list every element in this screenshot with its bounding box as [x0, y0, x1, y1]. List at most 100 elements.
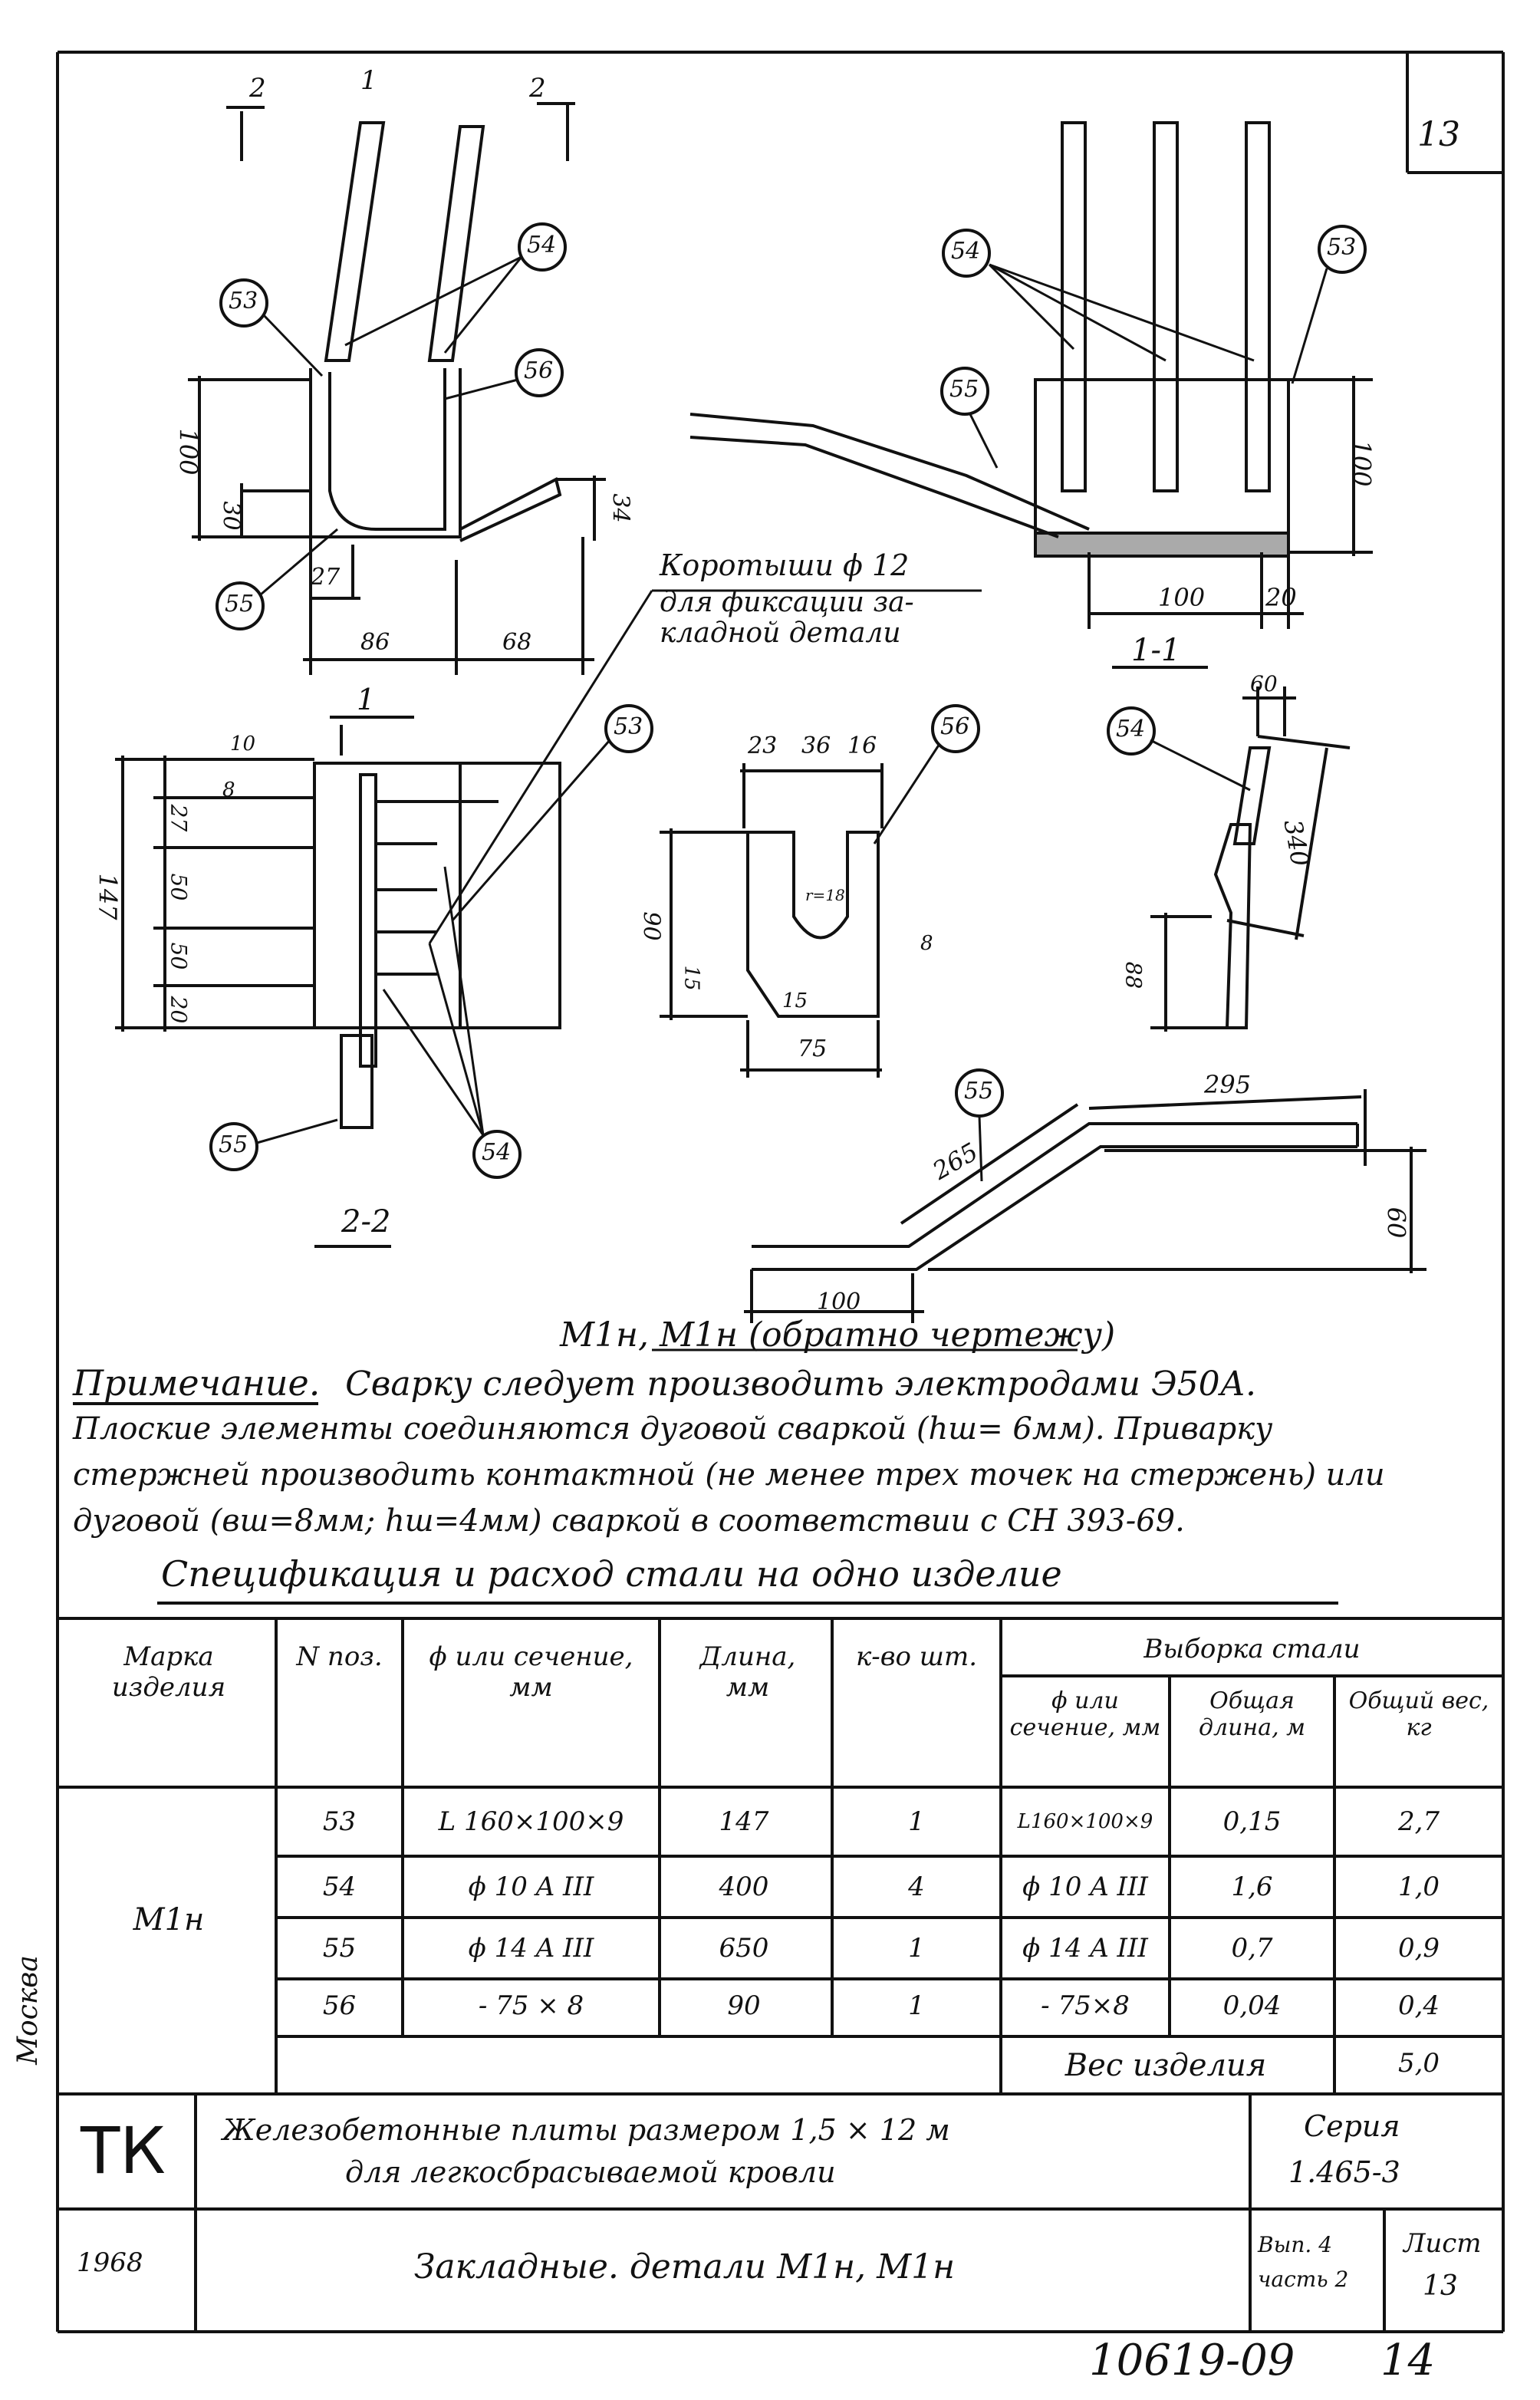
dim-v50a: 50 — [166, 873, 192, 901]
callout-54a — [518, 222, 567, 272]
item-weight-label: Вес изделия — [1065, 2048, 1267, 2083]
p56-dim-16: 16 — [847, 733, 877, 759]
p54-dim-60: 60 — [1250, 671, 1278, 696]
mark-value: М1н — [133, 1902, 205, 1937]
footer-code: 10619-09 — [1089, 2336, 1295, 2385]
callout-55a — [216, 581, 265, 630]
callout-55c-label: 55 — [219, 1131, 248, 1158]
row-2-sel-section: ϕ 10 A III — [1022, 1872, 1148, 1902]
row-1-length: 147 — [719, 1806, 769, 1837]
part-56-drawing — [660, 763, 884, 1078]
row-1-sel-section: L160×100×9 — [1017, 1810, 1153, 1833]
callout-53 — [219, 278, 268, 328]
hdr-length: Длина, мм — [699, 1641, 796, 1703]
callout-54c — [472, 1130, 522, 1179]
dim-v8: 8 — [222, 779, 235, 802]
org-logo: ТК — [81, 2113, 166, 2188]
view-2-2-label: 2-2 — [341, 1204, 391, 1240]
sheet-value: 13 — [1423, 2270, 1458, 2302]
p54-dim-88: 88 — [1120, 961, 1147, 989]
row-1-pos: 53 — [322, 1806, 357, 1837]
row-1-total-length: 0,15 — [1222, 1806, 1282, 1837]
city-label: Москва — [12, 1955, 44, 2065]
spec-title: Спецификация и расход стали на одно изде… — [161, 1553, 1062, 1595]
callout-55b-label: 55 — [949, 376, 979, 403]
p56-dim-90: 90 — [637, 911, 665, 941]
p56-dim-r: r=18 — [805, 886, 845, 904]
dim-r100: 100 — [1158, 583, 1206, 612]
callout-55-label: 55 — [225, 591, 255, 617]
callout-54b-label: 54 — [951, 238, 981, 265]
note-line-3: стержней производить контактной (не мене… — [73, 1457, 1385, 1493]
title-line-2: для легкосбрасываемой кровли — [345, 2155, 836, 2189]
callout-56a — [515, 348, 564, 397]
sheet-label: Лист — [1403, 2228, 1482, 2259]
callout-54d-label: 54 — [1116, 716, 1146, 742]
subtitle: Закладные. детали М1н, М1н — [414, 2247, 956, 2286]
hdr-qty: к-во шт. — [855, 1641, 978, 1672]
callout-54c-label: 54 — [482, 1139, 512, 1166]
p55-dim-60: 60 — [1381, 1207, 1411, 1239]
series-value: 1.465-3 — [1288, 2155, 1400, 2189]
callout-56-label: 56 — [524, 357, 554, 384]
part: часть 2 — [1258, 2267, 1349, 2292]
p56-dim-8: 8 — [920, 932, 933, 955]
hdr-pos: N поз. — [296, 1641, 383, 1672]
part-55-drawing — [744, 1089, 1426, 1323]
view-1-marker: 1 — [357, 683, 376, 716]
callout-56b-label: 56 — [940, 713, 970, 740]
row-2-length: 400 — [719, 1872, 769, 1902]
hdr-selection: Выборка стали — [1143, 1634, 1361, 1664]
short-bars-note-2: для фиксации за- — [660, 587, 914, 618]
dim-68: 68 — [502, 629, 532, 656]
dim-v10: 10 — [230, 733, 256, 756]
callout-53c-label: 53 — [614, 713, 643, 740]
note-line-2: Плоские элементы соединяются дуговой сва… — [73, 1411, 1273, 1447]
dim-27: 27 — [311, 564, 341, 591]
dim-100: 100 — [173, 428, 203, 476]
row-3-length: 650 — [719, 1933, 769, 1964]
row-3-qty: 1 — [908, 1933, 925, 1964]
note-block: Примечание. Сварку следует производить э… — [73, 1361, 1256, 1407]
dim-v147: 147 — [93, 873, 123, 920]
row-4-pos: 56 — [322, 1990, 357, 2021]
hdr-total-weight: Общий вес, кг — [1348, 1687, 1489, 1741]
callout-55b — [940, 367, 989, 416]
row-1-qty: 1 — [908, 1806, 925, 1837]
p56-dim-15a: 15 — [680, 965, 703, 991]
row-4-total-weight: 0,4 — [1397, 1990, 1440, 2021]
page-number: 13 — [1417, 115, 1460, 154]
row-2-section: ϕ 10 A III — [468, 1872, 594, 1902]
item-weight-value: 5,0 — [1397, 2048, 1440, 2079]
issue: Вып. 4 — [1258, 2232, 1333, 2257]
short-bars-note-1: Коротыши ϕ 12 — [660, 548, 910, 582]
callout-55d-label: 55 — [964, 1078, 994, 1105]
dim-r20: 20 — [1265, 583, 1297, 612]
p56-dim-75: 75 — [798, 1035, 828, 1062]
hdr-mark: Марка изделия — [111, 1641, 226, 1703]
row-4-length: 90 — [727, 1990, 761, 2021]
short-bars-note-3: кладной детали — [660, 617, 901, 649]
row-4-section: - 75 × 8 — [478, 1990, 584, 2021]
row-4-sel-section: - 75×8 — [1041, 1990, 1130, 2021]
dim-v50b: 50 — [166, 942, 192, 970]
section-label-2-left: 2 — [249, 73, 266, 104]
row-3-total-length: 0,7 — [1231, 1933, 1273, 1964]
row-2-pos: 54 — [322, 1872, 357, 1902]
callout-54d — [1107, 706, 1156, 756]
p56-dim-23: 23 — [748, 733, 778, 759]
section-label-2-right: 2 — [529, 73, 546, 104]
upper-left-drawing — [188, 102, 606, 675]
hdr-section: ϕ или сечение, мм — [429, 1641, 633, 1703]
p55-dim-100: 100 — [817, 1289, 861, 1315]
footer-page: 14 — [1380, 2336, 1436, 2385]
view-1-1-label: 1-1 — [1131, 633, 1181, 668]
hdr-sel-section: ϕ или сечение, мм — [1009, 1687, 1161, 1741]
p56-dim-36: 36 — [801, 733, 831, 759]
part-54-drawing — [1150, 686, 1351, 1032]
row-2-qty: 4 — [908, 1872, 925, 1902]
section-label-1: 1 — [360, 65, 377, 96]
title-line-1: Железобетонные плиты размером 1,5 × 12 м — [222, 2113, 950, 2147]
callout-53-label: 53 — [229, 288, 258, 314]
dim-v27: 27 — [166, 804, 192, 832]
